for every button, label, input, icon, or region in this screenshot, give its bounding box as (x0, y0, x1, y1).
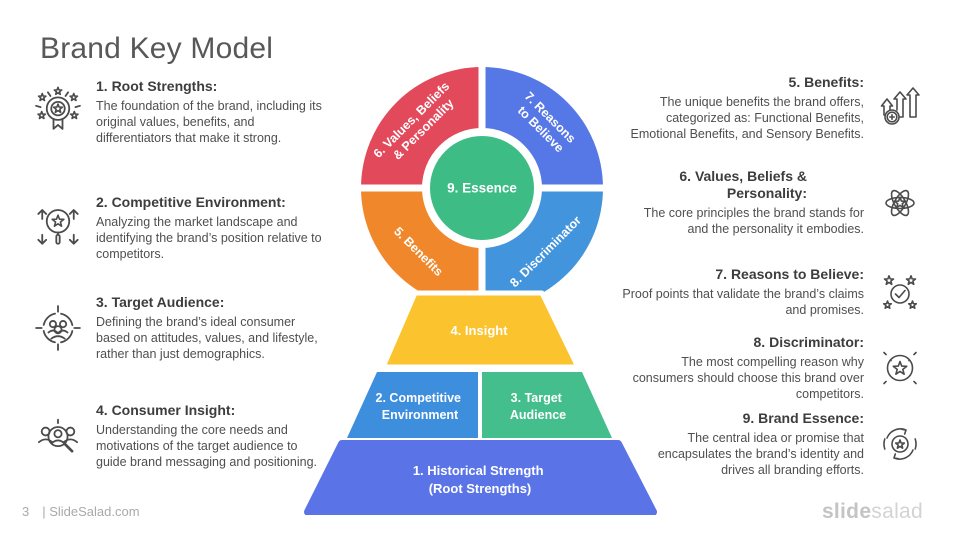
footer: 3 | SlideSalad.com (22, 504, 140, 519)
item-heading: 5. Benefits: (788, 74, 864, 90)
segment-benefits (361, 188, 482, 309)
competitive-environment-box (347, 372, 478, 438)
item-body: The foundation of the brand, including i… (96, 99, 322, 145)
right-item-brand-essence: 9. Brand Essence: The central idea or pr… (622, 410, 924, 478)
segment-discriminator (482, 188, 603, 309)
segment-values-beliefs-personality (361, 67, 482, 188)
item-body: The unique benefits the brand offers, ca… (630, 95, 864, 141)
target-audience-label: 3. Target Audience (510, 391, 566, 422)
left-item-consumer-insight: 4. Consumer Insight: Understanding the c… (30, 402, 322, 470)
slidesalad-logo[interactable]: slidesalad (822, 500, 923, 524)
insight-label: 4. Insight (450, 323, 508, 338)
right-item-values-beliefs-personality: 6. Values, Beliefs & Personality: The co… (622, 168, 924, 237)
historical-strength-trapezoid (304, 440, 657, 515)
item-body: The central idea or promise that encapsu… (657, 431, 864, 477)
essence-label: 9. Essence (447, 181, 517, 196)
item-heading: 4. Consumer Insight: (96, 402, 236, 418)
logo-part-slide: slide (821, 500, 872, 523)
atom-star-icon (876, 179, 924, 227)
historical-strength-label: 1. Historical Strength (Root Strengths) (413, 463, 547, 496)
market-analysis-icon (30, 201, 86, 255)
logo-part-salad: salad (871, 500, 923, 523)
growth-arrows-icon (876, 84, 924, 132)
footer-site-link[interactable]: | SlideSalad.com (42, 504, 140, 519)
left-item-root-strengths: 1. Root Strengths: The foundation of the… (30, 78, 322, 146)
segment-reasons-to-believe (482, 67, 603, 188)
left-item-competitive-environment: 2. Competitive Environment: Analyzing th… (30, 194, 322, 262)
item-heading: 1. Root Strengths: (96, 78, 218, 94)
item-heading: 7. Reasons to Believe: (715, 266, 864, 282)
item-body: Defining the brand’s ideal consumer base… (96, 315, 318, 361)
item-heading: 6. Values, Beliefs & Personality: (679, 168, 807, 201)
item-body: Understanding the core needs and motivat… (96, 423, 317, 469)
item-heading: 3. Target Audience: (96, 294, 225, 310)
item-heading: 9. Brand Essence: (742, 410, 864, 426)
competitive-environment-label: 2. Competitive Environment (376, 391, 465, 422)
brand-key-diagram: 6. Values, Beliefs & Personality 7. Reas… (304, 62, 657, 515)
consumer-insight-icon (30, 409, 86, 463)
page-number: 3 (22, 504, 30, 519)
item-body: The most compelling reason why consumers… (632, 355, 864, 401)
stars-check-icon (876, 268, 924, 316)
essence-cycle-icon (876, 420, 924, 468)
item-heading: 8. Discriminator: (753, 334, 864, 350)
right-item-discriminator: 8. Discriminator: The most compelling re… (622, 334, 924, 402)
item-heading: 2. Competitive Environment: (96, 194, 286, 210)
star-badge-icon (876, 344, 924, 392)
right-item-benefits: 5. Benefits: The unique benefits the bra… (622, 74, 924, 142)
essence-circle (422, 128, 542, 248)
left-item-target-audience: 3. Target Audience: Defining the brand’s… (30, 294, 322, 362)
item-body: Proof points that validate the brand’s c… (622, 287, 864, 317)
award-ribbon-icon (30, 85, 86, 139)
item-body: Analyzing the market landscape and ident… (96, 215, 322, 261)
item-body: The core principles the brand stands for… (643, 206, 864, 236)
insight-trapezoid (380, 290, 581, 370)
target-audience-box (482, 372, 612, 438)
target-audience-icon (30, 301, 86, 355)
right-item-reasons-to-believe: 7. Reasons to Believe: Proof points that… (622, 266, 924, 318)
page-title: Brand Key Model (40, 32, 274, 65)
